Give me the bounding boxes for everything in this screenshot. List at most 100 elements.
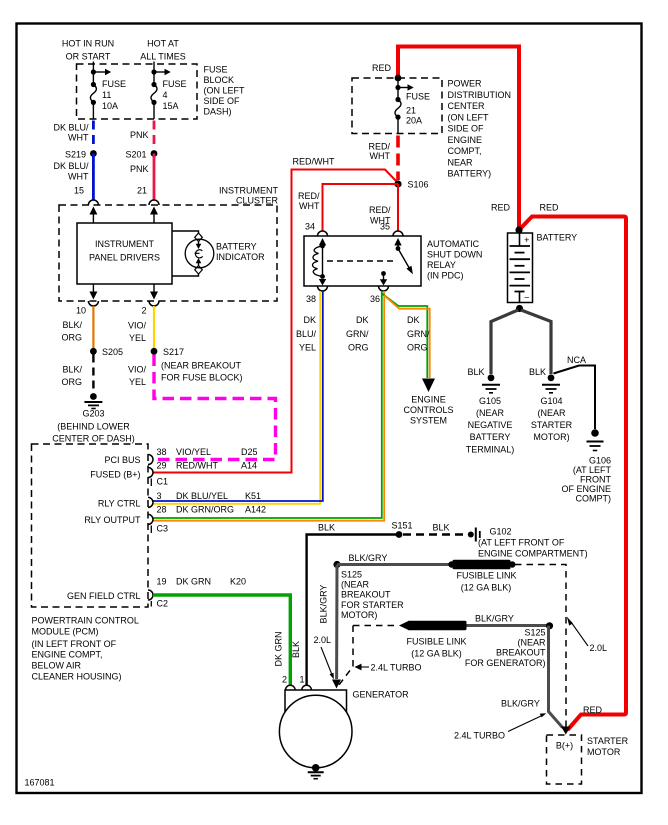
- wire-red-wht-to-pcm: [153, 168, 399, 474]
- splice-s219-label: S219: [65, 150, 86, 160]
- splice-s205-dot: [90, 347, 97, 355]
- wire-vio-yel-dashed: [152, 354, 278, 462]
- pdc-box: [351, 77, 443, 135]
- wire-label-dk-grn-rotated: DK GRN: [274, 631, 284, 666]
- fuse21-rating: 20A: [406, 116, 422, 126]
- wire-red-to-starter: [517, 214, 628, 732]
- pcm-pin28-bump: [147, 513, 154, 526]
- pcm-function-fused-b: FUSED (B+): [90, 470, 140, 480]
- pcm-note-3: (IN LEFT FRONT OF: [32, 639, 117, 649]
- ground-g105-label: G105: [479, 396, 501, 406]
- starter-motor: RED B(+) STARTER MOTOR 2.4L TURBO: [454, 705, 629, 785]
- panel-drivers-label-1: INSTRUMENT: [95, 239, 154, 249]
- pcm-row19-pin: 19: [157, 577, 167, 587]
- wire-dk-grn-org-green: [153, 291, 383, 519]
- relay-pin34-label: 34: [305, 222, 315, 232]
- wire-label-dk-grn-org-1a: DK: [356, 315, 369, 325]
- splice-s125b-note-1: (NEAR: [517, 638, 546, 648]
- panel-drivers-label-2: PANEL DRIVERS: [89, 253, 160, 263]
- pdc-note-4: (ON LEFT: [448, 112, 490, 122]
- ground-g104-dot: [547, 374, 555, 382]
- feed1-label2: OR START: [66, 52, 111, 62]
- battery: RED RED + − BATTERY BLK BLK: [467, 203, 628, 732]
- pcm-row3-pin: 3: [157, 491, 162, 501]
- indicator-arrow-up: [195, 258, 202, 264]
- wire-red-battery-feed: [396, 44, 521, 229]
- wire-label-dk-grn-org-2b: GRN/: [407, 329, 430, 339]
- wire-dk-grn: [153, 593, 292, 686]
- ground-g203-note-2: CENTER OF DASH): [52, 434, 135, 444]
- wire-label-red-wht-top-b: WHT: [370, 151, 391, 161]
- feed2-label: HOT AT: [147, 39, 179, 49]
- wire-label-red-wht-35a: RED/: [369, 205, 391, 215]
- pcm-pin19-bump: [147, 589, 154, 601]
- fuse4-label: FUSE: [163, 79, 187, 89]
- wire-dk-blu-yel-yellow: [153, 291, 322, 505]
- generator: 2 1 DK GRN BLK GENERATOR: [274, 631, 409, 780]
- pdc-note-9: BATTERY): [448, 169, 492, 179]
- fuse21-feed-arrow: [407, 84, 414, 91]
- pcm-pin29-bump: [147, 466, 154, 479]
- wire-dashed-20l-path: [515, 563, 567, 728]
- cluster-pin21-bump: [148, 199, 160, 206]
- wire-label-dk-blu-yel-b: BLU/: [296, 329, 317, 339]
- pcm-note-5: BELOW AIR: [32, 661, 82, 671]
- splice-s151-dot: [395, 531, 403, 538]
- fuse-block-note-4: SIDE OF: [204, 96, 241, 106]
- fusible-link1-label-1: FUSIBLE LINK: [456, 571, 516, 581]
- splice-s125b-label: S125: [524, 628, 545, 638]
- cluster-pin21-label: 21: [137, 186, 147, 196]
- generator-pin1-label: 1: [299, 675, 304, 685]
- pcm-row19-circuit: K20: [230, 577, 246, 587]
- generator-pin1-bump: [301, 684, 313, 691]
- variant-20l-arrowhead-left: [329, 672, 334, 680]
- wire-blk-gry-to-starter: [547, 625, 564, 729]
- battery-plus: +: [524, 235, 529, 245]
- wire-label-blk-rotated: BLK: [291, 641, 301, 658]
- power-distribution-center: RED FUSE 21 20A POWER DISTRIBUTION CENTE…: [351, 44, 521, 229]
- wire-label-blk-org-2b: ORG: [61, 377, 82, 387]
- fusible-link2-label-2: (12 GA BLK): [411, 649, 462, 659]
- ground-g203-dot: [90, 393, 97, 400]
- ground-g104-label: G104: [540, 396, 562, 406]
- ground-g106-label: G106: [589, 455, 611, 465]
- fuse-block-box: [75, 63, 198, 120]
- relay-pin34-bump: [316, 230, 329, 237]
- splice-s106-label: S106: [408, 180, 429, 190]
- pcm-connector-c3: C3: [157, 524, 169, 534]
- pcm-function-rly-output: RLY OUTPUT: [84, 515, 141, 525]
- wire-label-dk-grn-org-1c: ORG: [348, 343, 369, 353]
- pcm-row38-color: VIO/YEL: [176, 447, 211, 457]
- pdc-note-5: SIDE OF: [448, 124, 485, 134]
- engine-controls-label-1: ENGINE: [411, 395, 446, 405]
- relay-pin38-bump: [316, 285, 329, 292]
- relay-coil-entry-arrow: [318, 238, 327, 246]
- ground-g203-note-1: (BEHIND LOWER: [57, 422, 130, 432]
- splice-s125a-note-3: FOR STARTER: [341, 600, 404, 610]
- starter-input-arrow: [561, 726, 571, 735]
- ground-g102-note-2: ENGINE COMPARTMENT): [478, 549, 588, 559]
- fusible-link2-label-1: FUSIBLE LINK: [406, 637, 466, 647]
- wire-dashed-24l-to-generator: [337, 625, 354, 686]
- engine-controls-label-3: SYSTEM: [410, 416, 447, 426]
- cluster-entry21-arrow: [150, 206, 158, 215]
- splice-s217-note-2: FOR FUSE BLOCK): [161, 373, 243, 383]
- wire-label-blk-org-2a: BLK/: [62, 365, 82, 375]
- variant-20l-arrowhead-right: [566, 616, 573, 626]
- ground-g105-note-2: NEGATIVE: [468, 420, 513, 430]
- pcm-row3-circuit: K51: [245, 491, 261, 501]
- fuse21-number: 21: [406, 106, 416, 116]
- wire-label-red-wht-34a: RED/: [298, 191, 320, 201]
- wire-dk-grn-org-orange: [153, 291, 386, 522]
- wire-label-blk-4: BLK: [433, 523, 450, 533]
- pdc-note-7: COMPT,: [448, 146, 482, 156]
- variant-24l-label-right: 2.4L TURBO: [454, 731, 505, 741]
- pcm-row38-pin: 38: [157, 447, 167, 457]
- wire-red-wht-to-pin34: [321, 183, 398, 231]
- cluster-pin10-label: 10: [76, 306, 86, 316]
- variant-20l-arrow-line-left: [320, 646, 333, 675]
- pcm-note-1: POWERTRAIN CONTROL: [32, 616, 139, 626]
- wire-label-blk-2: BLK: [529, 367, 546, 377]
- splice-s201-label: S201: [125, 150, 146, 160]
